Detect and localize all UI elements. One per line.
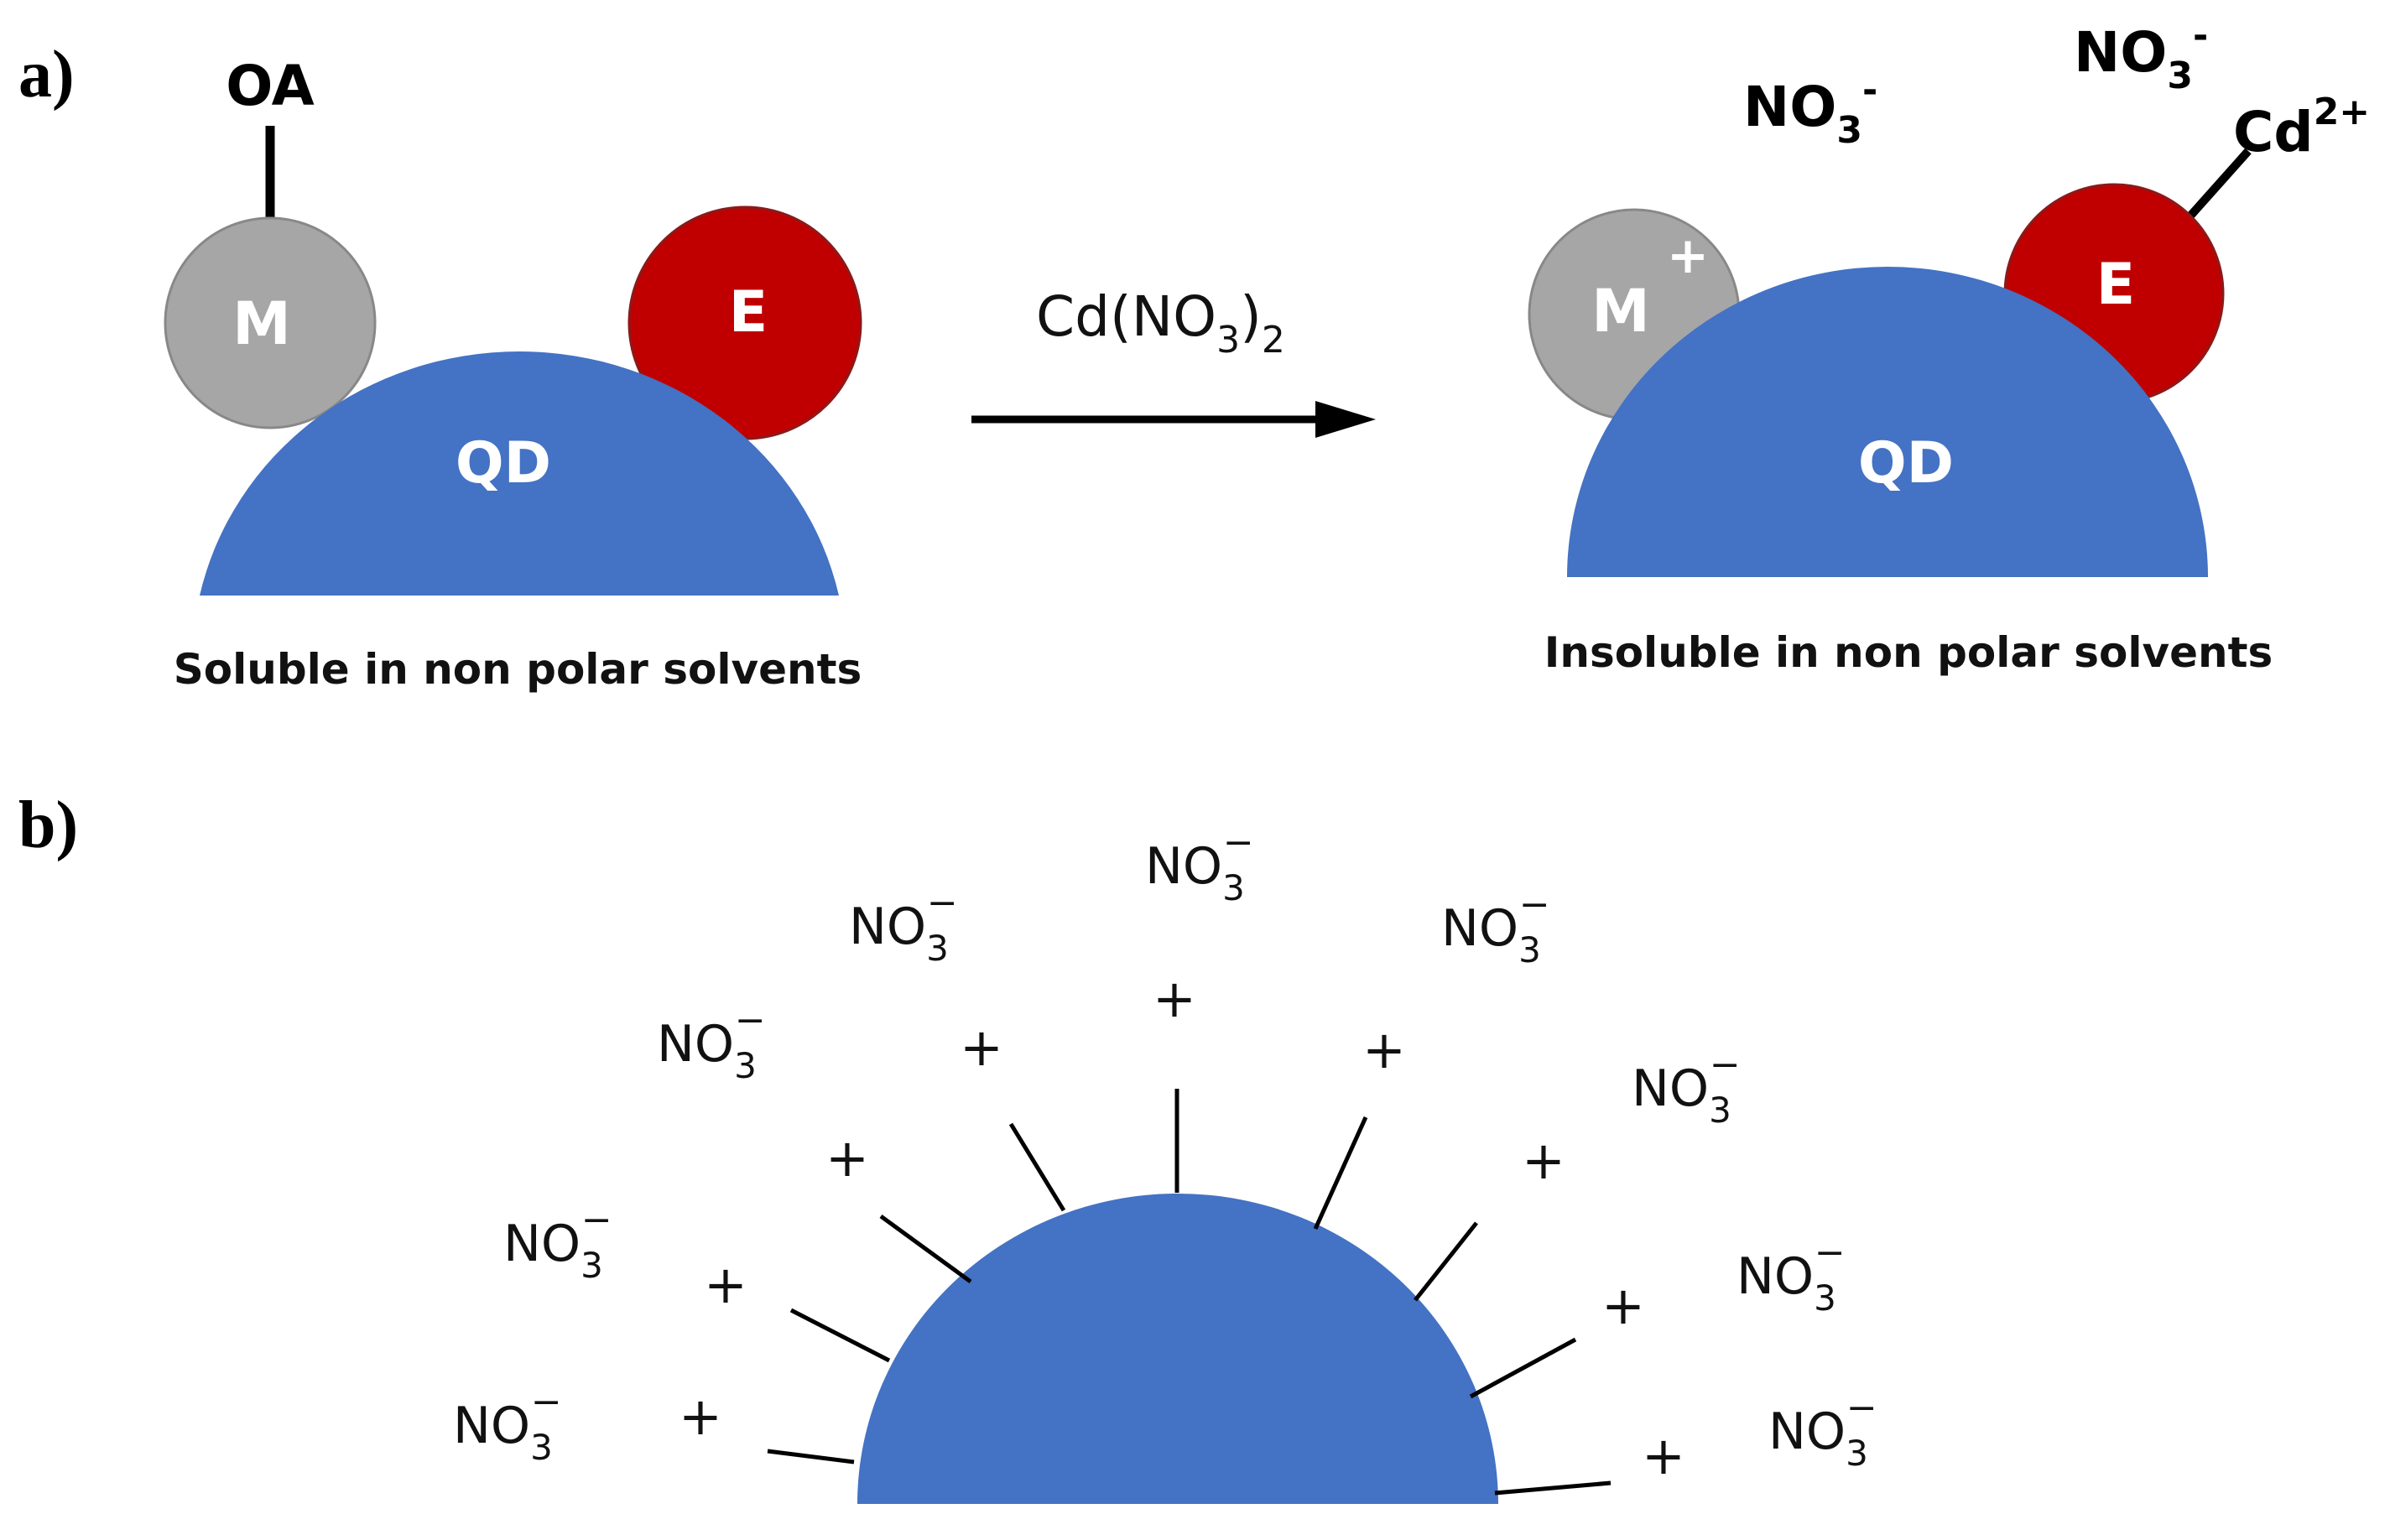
nitrate-ion: NO3− <box>1441 883 1550 970</box>
nitrate-ion: NO3− <box>1768 1387 1877 1474</box>
reactant-metal-label: M <box>232 289 291 358</box>
product-anion-left: NO3- <box>1743 69 1877 152</box>
nitrate-ion: NO3− <box>1737 1231 1846 1319</box>
reactant-qd-label: QD <box>456 430 551 497</box>
nitrate-ion: NO3− <box>1145 821 1254 908</box>
product-quantum-dot: M + E QD NO3- NO3- Cd2+ Insoluble in non… <box>1528 14 2370 677</box>
product-element-label: E <box>2096 252 2135 318</box>
positive-charge-sign: + <box>1153 968 1196 1029</box>
panel-b-label: b) <box>18 788 78 862</box>
counter-ions: NO3− NO3− NO3− NO3− NO3− NO3− NO3− NO3− NO3− <box>453 821 1877 1474</box>
reactant-qd-core <box>200 351 839 596</box>
surface-ligand-line <box>879 1214 972 1284</box>
nitrate-ion: NO3− <box>1632 1043 1741 1131</box>
positive-charge-sign: + <box>1362 1019 1406 1080</box>
positive-charge-sign: + <box>1601 1275 1645 1336</box>
surface-ligand-line <box>767 1449 855 1465</box>
product-qd-core <box>1567 267 2208 577</box>
product-metal-charge: + <box>1667 226 1709 285</box>
reagent-label: Cd(NO3)2 <box>1036 284 1285 362</box>
surface-ligand-line <box>789 1308 891 1363</box>
surface-ligand-line <box>1469 1337 1577 1399</box>
surface-ligand-line <box>1414 1221 1478 1302</box>
product-cadmium-cation: Cd2+ <box>2233 91 2370 164</box>
reactant-quantum-dot: OA M E QD Soluble in non polar solvents <box>164 54 862 694</box>
product-caption: Insoluble in non polar solvents <box>1544 628 2273 677</box>
reaction-arrow: Cd(NO3)2 <box>971 284 1376 438</box>
panel-a-label: a) <box>18 38 75 112</box>
nitrate-ion: NO3− <box>503 1199 612 1286</box>
product-qd-label: QD <box>1858 430 1954 497</box>
reactant-caption: Soluble in non polar solvents <box>174 645 862 694</box>
oa-ligand-label: OA <box>226 54 314 118</box>
nitrate-ion: NO3− <box>453 1381 562 1468</box>
surface-ligands <box>767 1089 1612 1496</box>
positive-charge-sign: + <box>1642 1425 1685 1486</box>
nitrate-ion: NO3− <box>849 882 958 969</box>
charged-qd-core <box>857 1194 1498 1504</box>
arrow-head <box>1315 401 1376 438</box>
charged-quantum-dot: +++++++++ NO3−NO3−NO3−NO3−NO3−NO3−NO3−NO… <box>453 821 1877 1504</box>
surface-ligand-line <box>1313 1116 1368 1230</box>
nitrate-ion: NO3− <box>657 999 766 1086</box>
surface-charges: + + + + + + + + + <box>679 968 1685 1486</box>
product-anion-right: NO3- <box>2074 14 2208 97</box>
positive-charge-sign: + <box>1522 1130 1565 1191</box>
positive-charge-sign: + <box>704 1254 747 1315</box>
positive-charge-sign: + <box>825 1127 869 1189</box>
reactant-metal-site <box>164 216 377 429</box>
positive-charge-sign: + <box>960 1017 1003 1078</box>
surface-ligand-line <box>1008 1122 1066 1212</box>
product-metal-label: M <box>1591 277 1650 346</box>
surface-ligand-line <box>1494 1480 1612 1496</box>
positive-charge-sign: + <box>679 1386 722 1447</box>
reactant-element-label: E <box>729 279 768 346</box>
